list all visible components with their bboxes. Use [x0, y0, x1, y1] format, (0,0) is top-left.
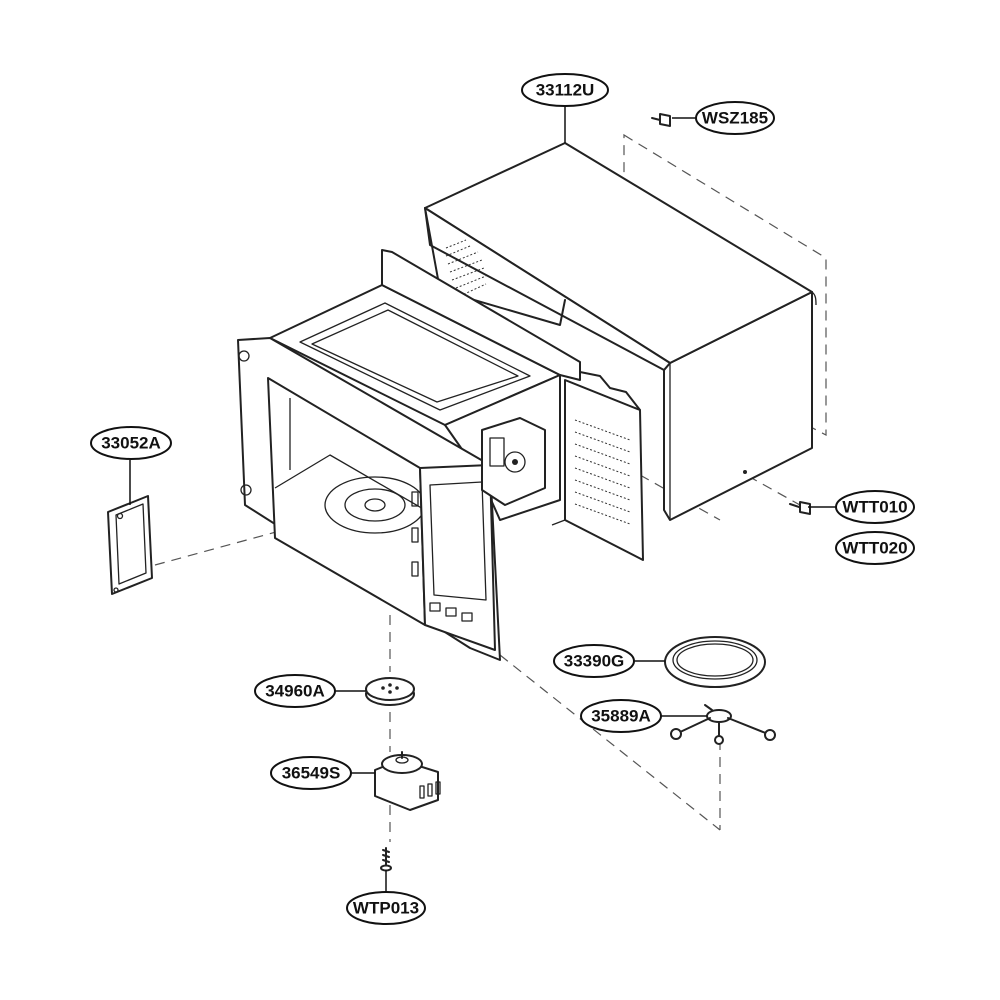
screw-wtt010	[789, 501, 811, 515]
svg-text:WSZ185: WSZ185	[702, 109, 768, 128]
svg-text:33390G: 33390G	[564, 652, 625, 671]
svg-text:35889A: 35889A	[591, 707, 651, 726]
roller-guide	[670, 704, 776, 745]
glass-tray	[664, 636, 766, 688]
part-label-screw-rear-2: WTT020	[835, 531, 915, 565]
roller-coupler	[365, 677, 415, 706]
turntable-motor	[374, 751, 441, 811]
part-label-screw-rear-1: WTT010	[835, 490, 915, 524]
part-label-roller-coupler: 34960A	[254, 674, 336, 708]
svg-text:WTP013: WTP013	[353, 899, 419, 918]
svg-text:34960A: 34960A	[265, 682, 325, 701]
rear-panel	[551, 371, 644, 561]
part-label-cover-plate: 33052A	[90, 426, 172, 460]
motor-screw	[380, 847, 392, 872]
part-label-cabinet: 33112U	[521, 73, 609, 107]
leader-lines	[129, 106, 838, 892]
svg-text:33052A: 33052A	[101, 434, 161, 453]
svg-text:WTT020: WTT020	[842, 539, 907, 558]
part-label-turntable-motor: 36549S	[270, 756, 352, 790]
part-label-motor-screw: WTP013	[346, 891, 426, 925]
svg-text:36549S: 36549S	[282, 764, 341, 783]
part-label-glass-tray: 33390G	[553, 644, 635, 678]
svg-text:WTT010: WTT010	[842, 498, 907, 517]
svg-text:33112U: 33112U	[536, 81, 595, 100]
waveguide-cover	[107, 495, 153, 595]
oven-cavity	[237, 249, 581, 661]
part-label-screw-top: WSZ185	[695, 101, 775, 135]
outer-cabinet	[424, 142, 817, 521]
screw-wsz185	[651, 113, 671, 127]
part-label-roller-guide: 35889A	[580, 699, 662, 733]
